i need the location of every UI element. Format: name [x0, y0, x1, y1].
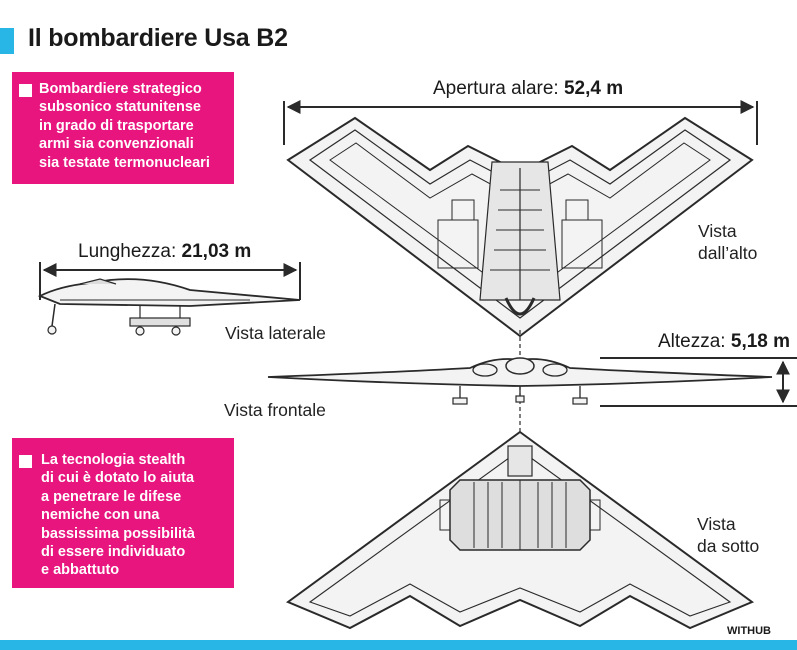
page-title: Il bombardiere Usa B2 — [28, 24, 288, 52]
bottom-view-drawing — [285, 430, 755, 630]
front-view-label: Vista frontale — [224, 400, 326, 420]
wingspan-label: Apertura alare: 52,4 m — [433, 78, 624, 99]
info-box-mission-text: Bombardiere strategico subsonico statuni… — [39, 81, 210, 171]
info-box-stealth-text: La tecnologia stealth di cui è dotato lo… — [41, 452, 195, 579]
top-view-drawing — [286, 116, 754, 338]
length-dimension-line — [39, 262, 301, 300]
title-accent-bar — [0, 28, 14, 54]
front-view-drawing — [267, 357, 773, 405]
square-bullet-icon — [19, 455, 32, 468]
credit-label: WITHUB — [727, 625, 771, 637]
square-bullet-icon — [19, 84, 32, 97]
info-box-stealth: La tecnologia stealth di cui è dotato lo… — [12, 438, 234, 588]
side-view-drawing — [37, 278, 301, 336]
bottom-view-label: Vista da sotto — [697, 514, 760, 556]
length-label: Lunghezza: 21,03 m — [78, 241, 252, 262]
top-view-label: Vista dall’alto — [698, 221, 758, 263]
height-label: Altezza: 5,18 m — [658, 331, 791, 352]
bottom-accent-bar — [0, 640, 797, 650]
wingspan-dimension-line — [283, 100, 758, 145]
info-box-mission: Bombardiere strategico subsonico statuni… — [12, 72, 234, 184]
side-view-label: Vista laterale — [225, 323, 326, 343]
height-dimension-line — [600, 357, 797, 407]
